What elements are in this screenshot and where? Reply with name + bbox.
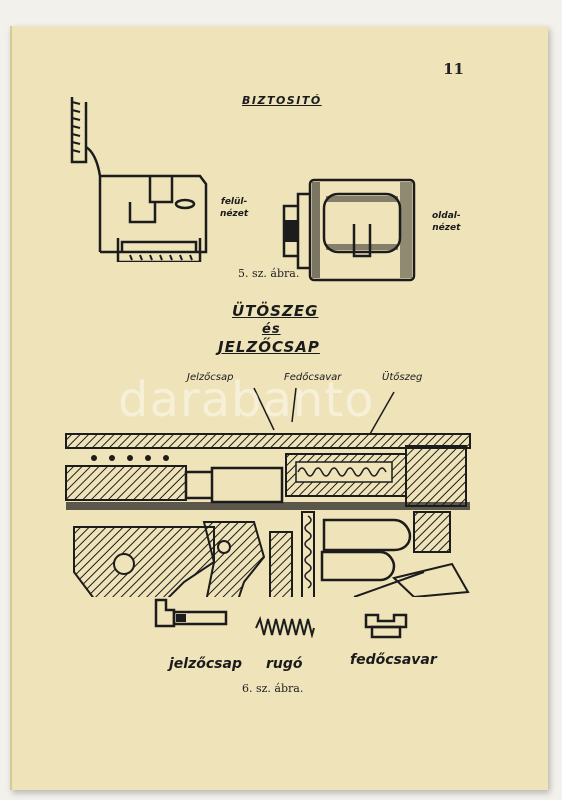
callout-utoszeg: Ütőszeg [382, 372, 423, 383]
part-label-jelzocsap: jelzőcsap [169, 656, 242, 672]
section-heading-line1: ÜTÖSZEG [232, 302, 319, 320]
side-view-label-line2: nézet [432, 223, 461, 233]
booklet-page: 11 BIZTOSITÓ felül- nézet [10, 26, 548, 790]
part-rugo-drawing [255, 616, 315, 638]
side-view-label: oldal- nézet [432, 210, 461, 234]
figure5-top-view-drawing [70, 97, 208, 262]
page-number: 11 [443, 60, 464, 78]
figure5-side-view-drawing [282, 178, 416, 282]
part-jelzocsap-drawing [154, 598, 228, 628]
figure5-caption: 5. sz. ábra. [238, 267, 300, 280]
part-label-rugo: rugó [266, 656, 303, 672]
figure6-mechanism-drawing [65, 387, 471, 597]
top-view-label: felül- nézet [220, 196, 248, 220]
section-heading-line2: és [262, 322, 281, 337]
callout-fedocsavar: Fedőcsavar [284, 372, 342, 383]
side-view-label-line1: oldal- [432, 211, 461, 221]
section-heading-line3: JELZŐCSAP [218, 338, 320, 356]
top-view-label-line1: felül- [220, 197, 248, 207]
figure5-title: BIZTOSITÓ [242, 94, 322, 107]
figure6-caption: 6. sz. ábra. [242, 682, 304, 695]
top-view-label-line2: nézet [220, 209, 249, 219]
part-fedocsavar-drawing [364, 613, 408, 639]
part-label-fedocsavar: fedőcsavar [350, 652, 437, 668]
callout-jelzocsap: Jelzőcsap [187, 372, 234, 383]
